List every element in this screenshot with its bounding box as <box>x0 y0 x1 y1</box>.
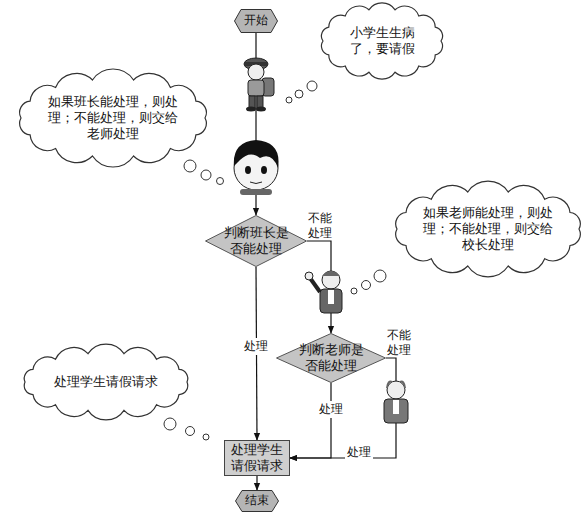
callout-cloud: 如果老师能处理，则处理；不能处理，则交给校长处理 <box>392 186 584 272</box>
monitor-figure <box>234 140 279 195</box>
principal-figure <box>384 381 408 423</box>
node-text: 处理学生请假请求 <box>229 442 285 475</box>
path-label: 处理 <box>345 444 373 461</box>
decision-diamond: 判断班长是否能处理 <box>205 215 307 267</box>
node-text: 判断老师是否能处理 <box>297 342 365 375</box>
callout-cloud: 处理学生请假请求 <box>20 348 192 416</box>
terminal-hexagon: 开始 <box>234 9 278 33</box>
edge-label: 处理 <box>317 401 345 418</box>
callout-cloud: 如果班长能处理，则处理；不能处理，则交给老师处理 <box>16 74 210 162</box>
node-text: 判断班长是否能处理 <box>223 225 289 258</box>
node-text: 开始 <box>236 13 276 29</box>
node-text: 如果班长能处理，则处理；不能处理，则交给老师处理 <box>43 94 183 143</box>
node-text: 结束 <box>237 493 277 509</box>
flow-arrow <box>290 383 331 458</box>
terminal-hexagon: 结束 <box>235 490 279 512</box>
student-figure <box>244 58 274 112</box>
node-text: 小学生生病了，要请假 <box>345 25 419 58</box>
decision-diamond: 判断老师是否能处理 <box>276 333 386 383</box>
edge-label: 不能处理 <box>385 328 413 358</box>
flow-arrow <box>256 476 257 490</box>
process-box: 处理学生请假请求 <box>224 440 290 476</box>
edge-label: 处理 <box>242 338 270 355</box>
teacher-figure <box>305 271 342 313</box>
node-text: 如果老师能处理，则处理；不能处理，则交给校长处理 <box>418 205 558 254</box>
callout-cloud: 小学生生病了，要请假 <box>318 4 446 78</box>
node-text: 处理学生请假请求 <box>46 374 166 390</box>
edge-label: 不能处理 <box>306 211 334 241</box>
